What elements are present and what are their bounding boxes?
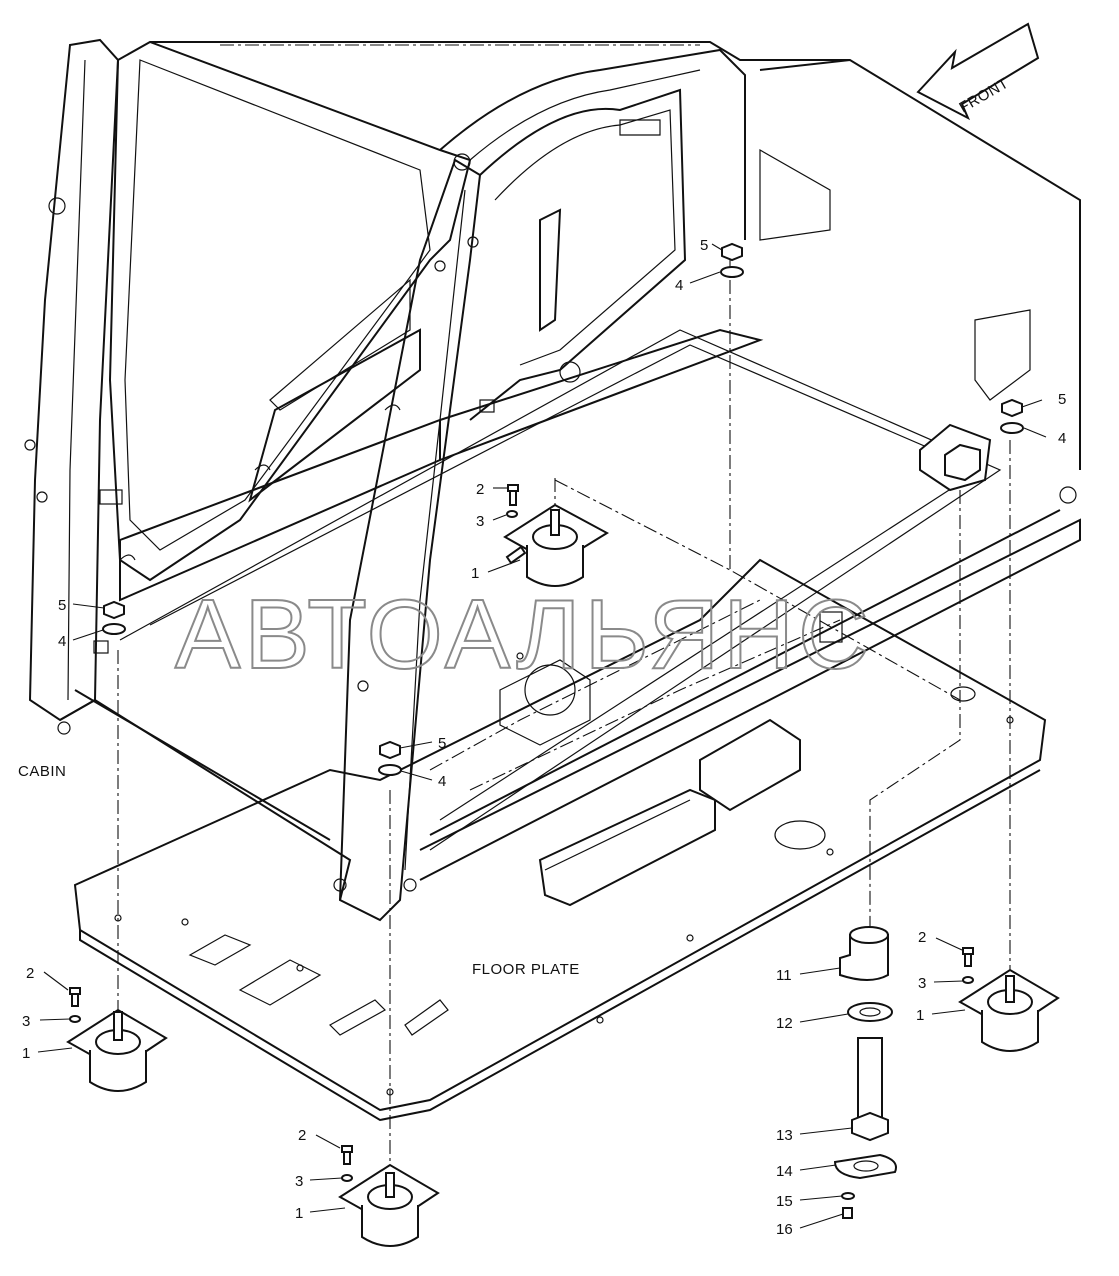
mount-rear-center	[503, 503, 610, 587]
watermark: АВТОАЛЬЯНС	[175, 579, 873, 689]
leaders	[37, 243, 1047, 1229]
washer-15	[841, 1192, 855, 1200]
nuts-and-washers	[102, 242, 1024, 776]
floor-plate	[73, 558, 1047, 1122]
callout-2-left: 2	[26, 965, 34, 982]
bolt-2-front	[341, 1145, 353, 1182]
bolt-13-shank	[857, 1037, 883, 1119]
callout-1-front: 1	[295, 1205, 303, 1222]
callout-3-left: 3	[22, 1013, 30, 1030]
callout-4-center: 4	[438, 773, 446, 790]
mount-left	[66, 1008, 168, 1092]
callout-2-rear: 2	[476, 481, 484, 498]
mount-right	[958, 968, 1060, 1052]
washer-right	[1000, 422, 1024, 434]
callout-3-right: 3	[918, 975, 926, 992]
callout-2-front: 2	[298, 1127, 306, 1144]
floor-plate-label: FLOOR PLATE	[472, 961, 580, 978]
bolt-2-left	[69, 987, 81, 1023]
washer-12	[847, 1002, 893, 1022]
front-arrow: FRONT	[916, 22, 1040, 121]
callout-4-left: 4	[58, 633, 66, 650]
stopper-stack	[833, 926, 897, 1219]
callout-16: 16	[776, 1221, 793, 1238]
washer-top	[720, 266, 744, 278]
mount-front	[338, 1163, 440, 1247]
cabin-frame	[24, 38, 1081, 922]
callout-3-rear: 3	[476, 513, 484, 530]
bolt-2-rear	[506, 484, 519, 518]
stopper-11	[839, 934, 889, 981]
nut-top	[721, 242, 743, 262]
cabin-label: CABIN	[18, 763, 66, 780]
callout-2-right: 2	[918, 929, 926, 946]
callout-5-right: 5	[1058, 391, 1066, 408]
callout-12: 12	[776, 1015, 793, 1032]
callout-1-left: 1	[22, 1045, 30, 1062]
nut-center	[379, 740, 401, 760]
callout-11: 11	[776, 967, 792, 984]
washer-left	[102, 623, 126, 635]
callout-5-top: 5	[700, 237, 708, 254]
callout-14: 14	[776, 1163, 793, 1180]
callout-5-left: 5	[58, 597, 66, 614]
callout-4-right: 4	[1058, 430, 1066, 447]
washer-center	[378, 764, 402, 776]
callouts: 5 4 2 3 1 5 4 5 4 5 4 2 3 1 2 3 1 2 3 1 …	[22, 237, 1066, 1238]
bolt-16	[842, 1207, 853, 1219]
callout-15: 15	[776, 1193, 793, 1210]
callout-1-rear: 1	[471, 565, 479, 582]
bolt-13-head	[851, 1111, 889, 1142]
callout-3-front: 3	[295, 1173, 303, 1190]
bolt-2-right	[962, 947, 974, 984]
lock-plate-14	[833, 1153, 897, 1180]
nut-right	[1001, 398, 1023, 418]
nut-left	[103, 600, 125, 620]
callout-5-center: 5	[438, 735, 446, 752]
callout-1-right: 1	[916, 1007, 924, 1024]
callout-13: 13	[776, 1127, 793, 1144]
callout-4-top: 4	[675, 277, 683, 294]
